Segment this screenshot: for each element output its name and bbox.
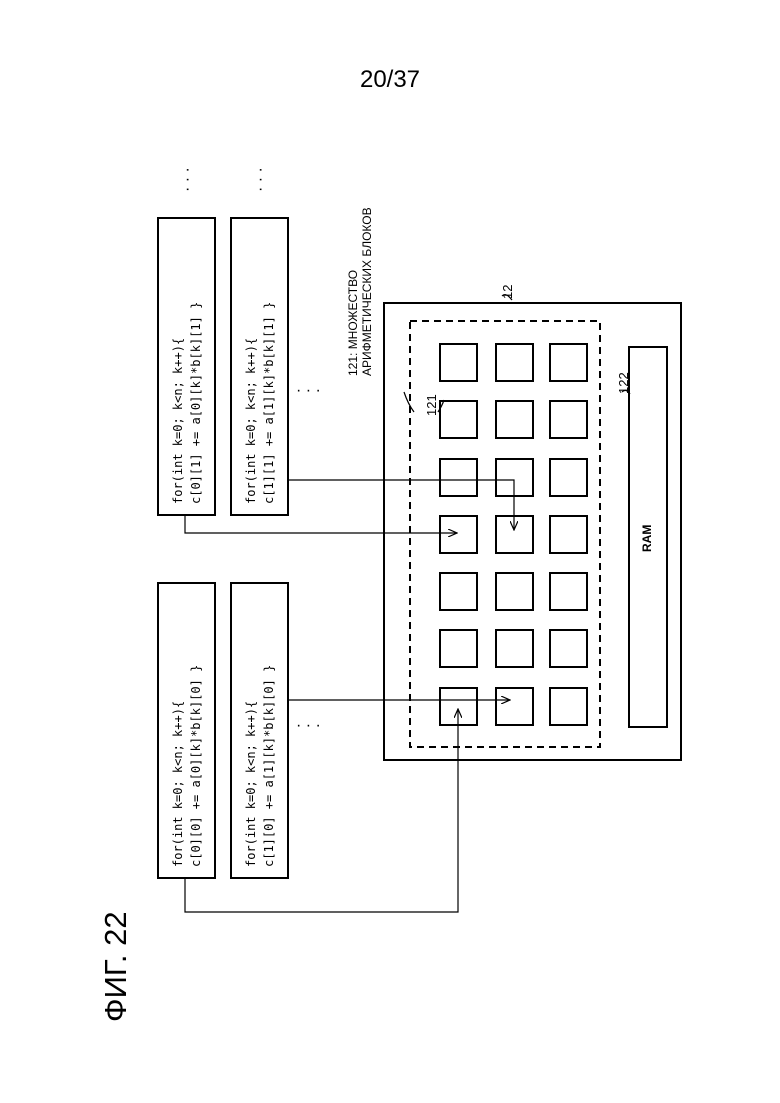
arithmetic-unit: [440, 401, 477, 438]
arithmetic-unit: [550, 344, 587, 381]
arithmetic-unit: [550, 401, 587, 438]
arrow-c11: [289, 480, 514, 530]
arithmetic-unit: [440, 459, 477, 496]
arithmetic-unit: [550, 688, 587, 725]
arithmetic-unit: [440, 516, 477, 553]
arithmetic-array-dashed-box: [410, 321, 600, 747]
array-label-line-2: АРИФМЕТИЧЕСКИХ БЛОКОВ: [360, 207, 374, 376]
ram-label: RAM: [640, 525, 654, 552]
arithmetic-units: [440, 344, 587, 725]
arithmetic-unit: [496, 630, 533, 667]
arithmetic-unit: [550, 573, 587, 610]
arithmetic-unit: [550, 459, 587, 496]
arithmetic-unit: [496, 688, 533, 725]
unit-ref-label: 121: [424, 394, 439, 416]
arithmetic-unit: [550, 630, 587, 667]
arithmetic-unit: [496, 344, 533, 381]
arithmetic-unit: [440, 573, 477, 610]
ram-ref-label: 122: [616, 372, 631, 394]
array-label: 121: МНОЖЕСТВО АРИФМЕТИЧЕСКИХ БЛОКОВ: [346, 207, 374, 376]
arithmetic-unit: [440, 344, 477, 381]
arithmetic-unit: [496, 573, 533, 610]
array-label-line-1: 121: МНОЖЕСТВО: [346, 270, 360, 376]
arrow-c00: [185, 709, 458, 912]
arithmetic-unit: [496, 401, 533, 438]
device-ref-label: 12: [500, 285, 515, 299]
arrow-c01: [185, 516, 457, 533]
arithmetic-unit: [550, 516, 587, 553]
arithmetic-unit: [440, 630, 477, 667]
